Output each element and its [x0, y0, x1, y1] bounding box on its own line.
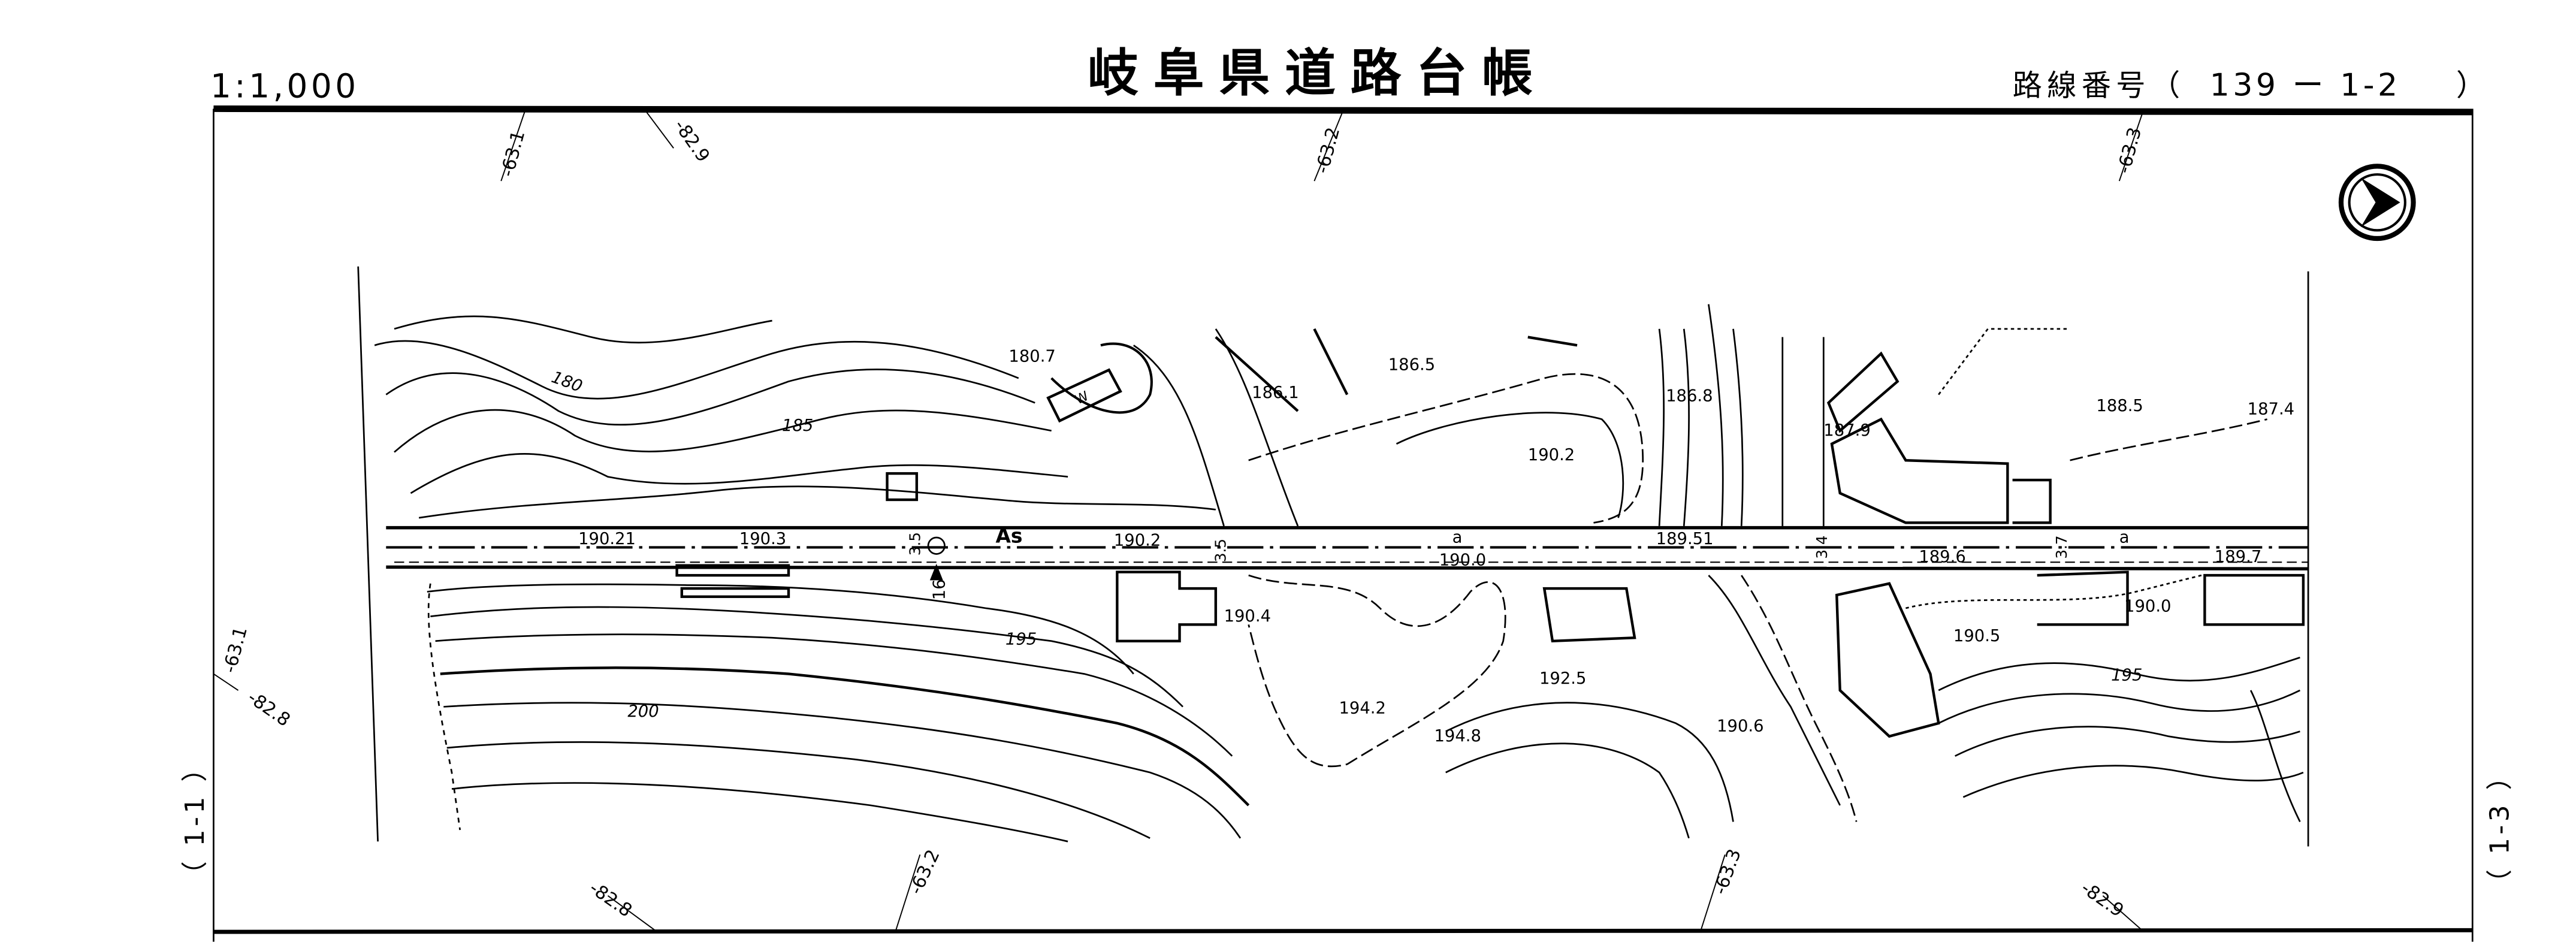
spot-height: 190.6: [1717, 717, 1763, 736]
point-number: 16: [930, 579, 949, 600]
sheet-ref-right[interactable]: （ 1-3 ）: [2485, 760, 2515, 896]
road-width: 3.4: [1813, 535, 1831, 558]
spot-height: 192.5: [1539, 669, 1586, 688]
contour-label: 200: [627, 702, 659, 721]
spot-height: 188.5: [2096, 397, 2143, 415]
spot-height: 190.5: [1953, 627, 2000, 645]
spot-height: 190.21: [578, 530, 636, 548]
spot-height: 187.9: [1823, 421, 1870, 440]
grid-mark: -63.2: [1312, 125, 1344, 176]
route-close: ）: [2456, 68, 2486, 103]
contours-south: [427, 574, 2304, 843]
spot-height: 180.7: [1008, 348, 1055, 366]
spot-height: 194.8: [1435, 727, 1481, 745]
grid-mark: -82.8: [585, 877, 636, 921]
spot-height: 190.2: [1528, 446, 1575, 464]
grid-mark: -63.1: [497, 128, 529, 179]
grid-mark: -63.2: [905, 847, 944, 898]
spot-height: 194.2: [1339, 699, 1385, 717]
spot-height: 189.6: [1919, 548, 1965, 566]
spot-height: 186.1: [1252, 384, 1298, 402]
surface-label: As: [995, 524, 1022, 547]
scale-label: 1:1,000: [210, 67, 360, 105]
grid-mark: -63.3: [2113, 125, 2146, 176]
spot-height: 187.4: [2248, 400, 2294, 418]
road: [386, 526, 2309, 581]
road-mark: a: [2119, 528, 2130, 547]
buildings-south: [675, 564, 2305, 738]
road-width: 3.5: [906, 532, 923, 555]
spot-height: 189.51: [1656, 530, 1714, 548]
contour-label: 195: [2111, 666, 2142, 685]
frame-bottom: [213, 928, 2473, 934]
map-extent-left: [357, 266, 379, 842]
road-mark: a: [1452, 528, 1463, 547]
contour-label: 185: [782, 416, 813, 435]
contours-north: [374, 304, 2267, 527]
road-width: 3.7: [2053, 535, 2070, 558]
page-title: 岐阜県道路台帳: [1088, 44, 1548, 103]
spot-height: 186.5: [1388, 355, 1435, 374]
road-width: 3.5: [1212, 539, 1229, 562]
grid-marks: [213, 108, 2145, 932]
spot-height: 190.0: [2124, 597, 2171, 615]
route-number: 139 ー 1-2: [2210, 68, 2401, 104]
sheet-ref-left[interactable]: （ 1-1 ）: [180, 752, 210, 887]
spot-height: 189.7: [2215, 548, 2261, 566]
contour-label: 195: [1005, 630, 1037, 648]
grid-mark: -63.3: [1710, 846, 1745, 897]
spot-height: 190.3: [739, 530, 786, 548]
grid-mark: -82.9: [670, 116, 714, 166]
north-arrow-icon: [2338, 164, 2416, 241]
spot-height: 190.0: [1439, 551, 1486, 570]
spot-height: 186.8: [1666, 387, 1713, 405]
buildings-north: [886, 328, 2052, 524]
grid-mark: -82.9: [2077, 877, 2127, 921]
grid-mark: -63.1: [219, 624, 252, 675]
grid-mark: -82.8: [244, 687, 294, 730]
spot-height: 190.4: [1224, 607, 1271, 626]
spot-height: 190.2: [1114, 532, 1161, 550]
route-label: 路線番号（: [2013, 68, 2185, 103]
